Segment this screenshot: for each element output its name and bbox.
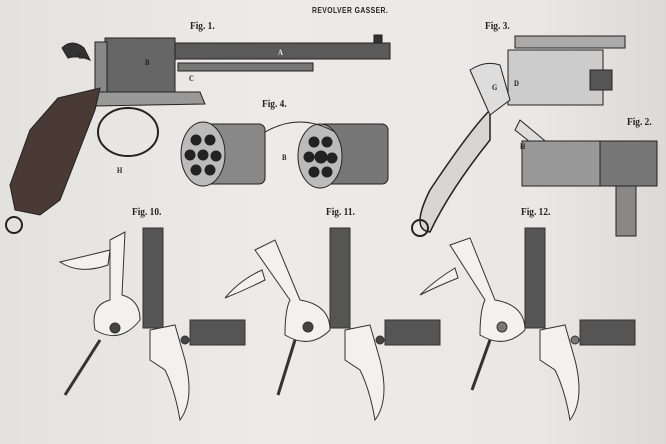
part-label-cylinder: B (145, 58, 150, 67)
hammer (61, 42, 92, 61)
fig1-revolver-drawing (5, 34, 391, 234)
fig3-part-label-trigger: H (520, 142, 526, 151)
fig1-label: Fig. 1. (190, 20, 215, 32)
fig12-mechanism-drawing (419, 227, 636, 422)
fig3-label: Fig. 3. (485, 20, 510, 32)
cylinder (104, 37, 176, 97)
fig2-section-drawing (521, 140, 658, 237)
part-label-barrel: A (278, 48, 283, 57)
lanyard-ring (5, 216, 23, 234)
grip (9, 87, 101, 216)
fig10-label: Fig. 10. (132, 206, 162, 218)
fig4-label: Fig. 4. (262, 98, 287, 110)
frame (94, 91, 206, 107)
plate-title: REVOLVER GASSER. (312, 6, 389, 15)
part-label-trigger: H (117, 166, 123, 175)
trigger-guard (97, 107, 159, 157)
fig2-label: Fig. 2. (627, 116, 652, 128)
fig3-part-label-hammer: G (492, 83, 498, 92)
fig12-label: Fig. 12. (521, 206, 551, 218)
fig11-mechanism-drawing (224, 227, 441, 422)
fig11-label: Fig. 11. (326, 206, 355, 218)
part-label-hammer: G (78, 52, 84, 61)
part-label-cylinders-b: B (282, 153, 287, 162)
ejector-rod (177, 62, 314, 72)
fig3-part-label-d: D (514, 79, 519, 88)
fig4-cylinders-drawing (180, 121, 389, 189)
fig3-section-drawing (411, 35, 626, 237)
fig10-mechanism-drawing (58, 227, 246, 422)
part-label-rod: C (189, 74, 194, 83)
